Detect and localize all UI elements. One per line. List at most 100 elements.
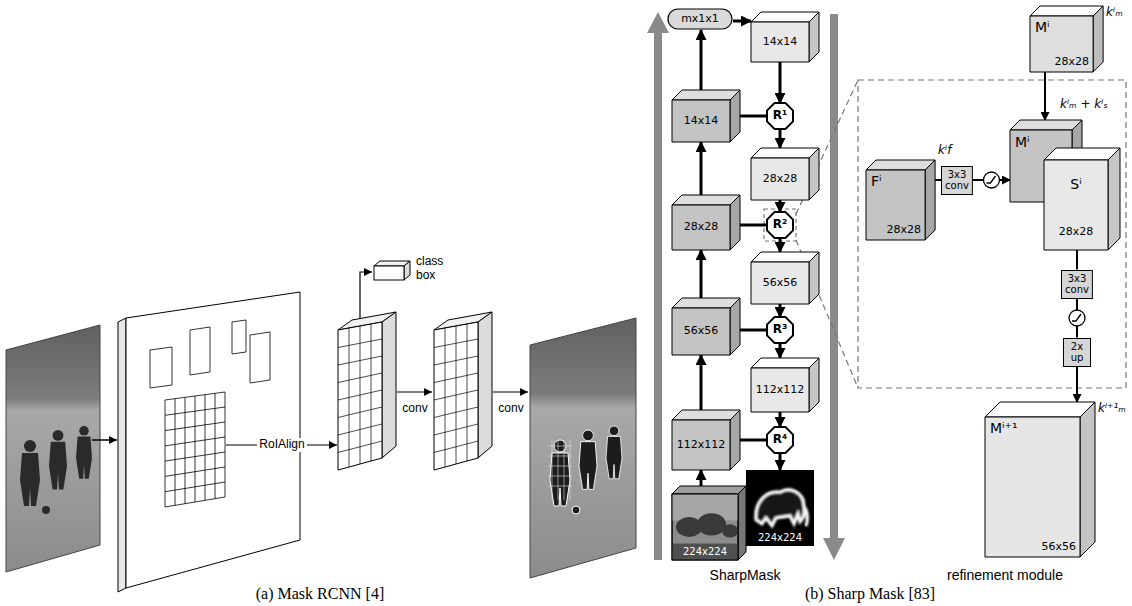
operation-box: 3x3 conv [941,166,973,195]
cube-front [672,420,730,470]
refinement-node: R² [767,212,793,238]
drawing-part [672,494,738,560]
operation-box: 3x3 conv [1061,270,1093,299]
size-label: 14x14 [763,36,798,49]
connector-arrow [700,355,703,410]
instance-masks [550,426,622,514]
relu-curve [986,176,995,183]
cube-shape [751,358,819,412]
connector-arrow [779,453,782,470]
output-photo [520,310,650,590]
size-label: 56x56 [1041,541,1076,554]
connector-arrow [700,30,703,90]
drawing-part [697,513,726,535]
cube-top [751,252,819,262]
feature-cube: 14x14 [672,90,740,142]
cube-front [985,417,1080,557]
size-label: 56x56 [763,277,798,290]
connector-arrow [779,62,782,103]
roi-grid [165,392,225,507]
module-label: R³ [773,323,788,337]
cube-top [672,486,746,494]
size-label: 28x28 [684,221,719,234]
cube-top [751,148,819,158]
channel-label: kⁱₘ [1106,6,1123,20]
cube-front [751,262,809,304]
connector-arrow [740,329,767,332]
relu-circle [983,172,999,188]
panel-title: refinement module [947,567,1063,583]
cube-front [672,308,730,355]
cube-front [751,158,809,200]
size-label: mx1x1 [681,13,719,26]
drawing-part [0,320,110,580]
cube-front [751,22,809,62]
elephant-photo [672,494,738,560]
photo-ground [0,320,110,580]
cube-top [672,195,740,205]
conv-arrow [493,391,528,392]
cube-top [751,358,819,368]
octagon-outline [767,317,793,343]
tensor-name: Mⁱ⁺¹ [990,420,1018,436]
feature-cube: Mⁱ28x28kⁱₘ [1030,6,1103,72]
connector-arrow [700,142,703,195]
tensor-name: Fⁱ [871,173,882,189]
bottom-up-arrow [654,30,662,560]
cube-side [925,160,935,240]
size-label: 56x56 [684,325,719,338]
operation-label: 3x3 conv [945,169,969,192]
input-photo [0,320,110,580]
cube-top [1010,120,1082,130]
cube-top [1044,148,1120,160]
photo-frame [530,318,636,578]
feature-cube: 112x112 [672,410,740,470]
operation-box: 2x up [1063,338,1091,367]
feature-cube: Mⁱ⁺¹56x56kⁱ⁺¹ₘ [985,402,1095,557]
mask-glow [756,490,808,526]
cube-side [738,486,746,560]
connector-arrow [700,250,703,298]
cube-top [672,90,740,100]
relu-curve [1072,314,1081,321]
connector-arrow [740,439,767,442]
cube-top [985,402,1095,417]
module-region [858,80,1126,388]
cube-front [866,170,925,240]
mask-grid [548,440,572,500]
proposal-box [232,320,246,354]
operation-label: 2x up [1071,341,1084,364]
cube-shape [866,160,935,240]
flow-arrow [92,439,117,441]
cube-shape [751,148,819,200]
player-silhouettes [20,426,92,514]
proposal-box [190,327,210,375]
operation-label: RoIAlign [257,438,306,452]
size-label: 224x224 [758,532,802,544]
feature-cube: 28x28 [672,195,740,250]
connector-arrow [740,224,767,227]
mask-outline [756,490,808,526]
cube-top [1030,6,1103,16]
box-outline [942,166,973,194]
connector-arrow [1076,250,1078,270]
cube-front [751,368,809,412]
feature-cube: 56x56 [751,252,819,304]
drawing-part [520,310,650,590]
conv-arrow [397,391,432,392]
module-label: R² [773,218,788,232]
feature-cube: 28x28 [751,148,819,200]
size-label: 14x14 [684,115,719,128]
operation-label: conv [498,402,523,416]
octagon-outline [767,427,793,453]
operation-label: 3x3 conv [1065,273,1089,296]
size-label: 28x28 [763,173,798,186]
class-box-head [374,261,410,280]
refinement-node: R⁴ [767,427,793,453]
relu-symbol [1069,310,1085,326]
top-down-arrow [830,14,838,540]
channel-label: kⁱₘ + kⁱₛ [1060,98,1108,112]
feature-cube: 56x56 [672,298,740,355]
